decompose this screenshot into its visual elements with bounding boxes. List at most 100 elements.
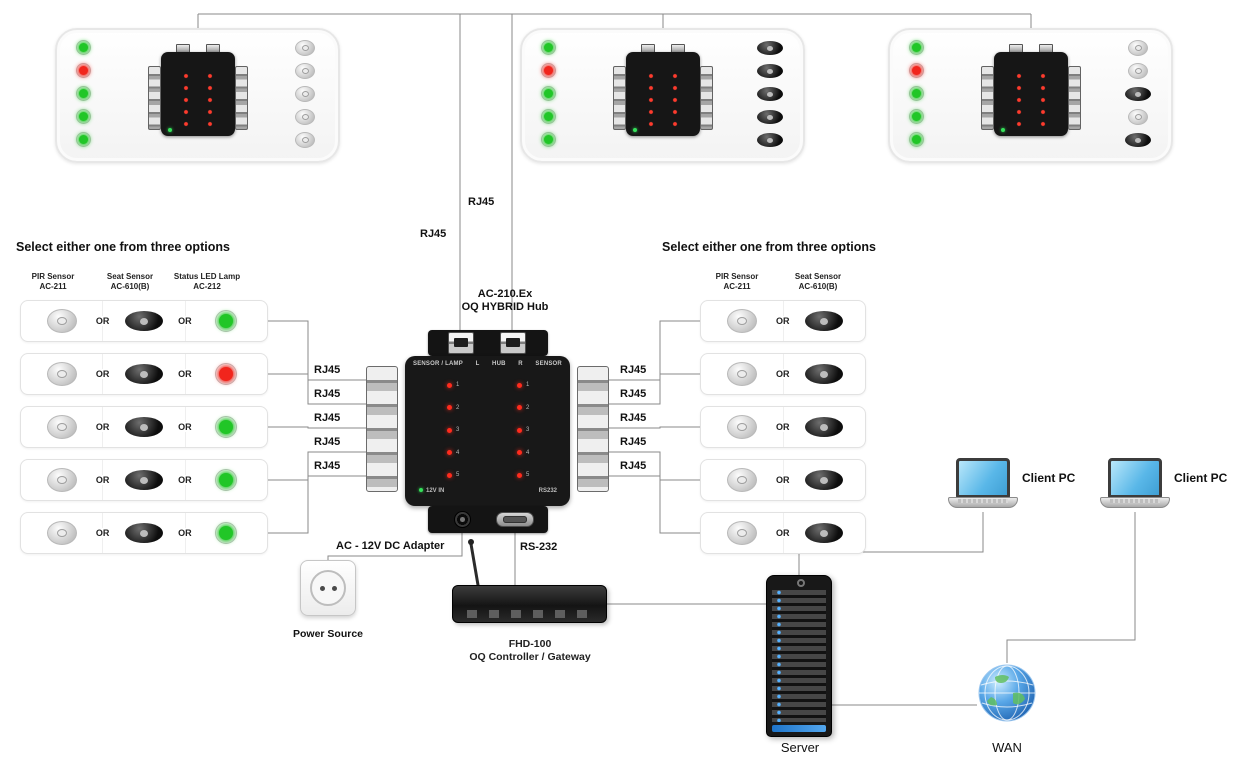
or-label: OR [94, 475, 111, 485]
rj45-jack-strip [577, 366, 609, 492]
room-hub-device [613, 44, 713, 140]
rj45-jack-strip [148, 66, 161, 130]
pir-sensor-icon [295, 63, 315, 79]
seat-sensor-icon [1125, 87, 1151, 101]
seat-sensor-icon [805, 417, 844, 437]
server-status-strip [772, 725, 826, 732]
power-source-label: Power Source [292, 628, 364, 640]
or-label: OR [775, 316, 791, 326]
power-led [168, 128, 172, 132]
power-outlet-icon [300, 560, 356, 616]
or-label: OR [177, 475, 193, 485]
seat-sensor-icon [757, 133, 783, 147]
hub-channel-column-right: 1 2 3 4 5 [517, 382, 529, 478]
channel-row: 5 [517, 472, 529, 478]
rj45-label: RJ45 [312, 436, 343, 448]
option-cell: OR [21, 513, 111, 553]
option-cell [186, 460, 267, 500]
column-model: AC-211 [723, 281, 751, 291]
channel-row: 4 [517, 450, 529, 456]
rj45-jack-strip [366, 366, 398, 492]
channel-led [517, 382, 522, 388]
channel-led [447, 405, 452, 410]
pir-sensor-icon [726, 468, 757, 492]
channel-led [447, 450, 452, 455]
option-row: OR OR [20, 406, 268, 448]
option-cell: OR [103, 513, 193, 553]
wan-label: WAN [992, 740, 1022, 755]
rj45-jack-strip [700, 66, 713, 130]
channel-led [517, 405, 522, 410]
column-model: AC-610(B) [110, 281, 150, 291]
room-hub-device [148, 44, 248, 140]
rj45-label: RJ45 [618, 460, 649, 472]
column-name: Seat Sensor [794, 272, 842, 281]
channel-led-grid [179, 70, 217, 130]
column-header-seat: Seat Sensor AC-610(B) [782, 272, 854, 291]
channel-number: 2 [456, 404, 460, 411]
right-row-links [609, 320, 700, 534]
seat-sensor-icon [805, 523, 844, 543]
option-cell [784, 354, 866, 394]
hub-label-hub: HUB [492, 361, 506, 367]
seat-sensor-icon [124, 523, 163, 543]
channel-row: 5 [447, 472, 459, 478]
right-options-title: Select either one from three options [662, 240, 876, 254]
hub-label-sensor: SENSOR [535, 361, 562, 367]
hub-label-sensor-lamp: SENSOR / LAMP [413, 361, 463, 367]
column-name: PIR Sensor [31, 272, 75, 281]
seat-sensor-icon [1125, 133, 1151, 147]
pir-sensor-icon [295, 40, 315, 56]
status-led [76, 86, 91, 101]
rj45-label: RJ45 [418, 228, 449, 240]
wan-globe-icon [978, 664, 1036, 722]
seat-sensor-icon [805, 364, 844, 384]
rj45-jack-strip [235, 66, 248, 130]
status-led [909, 86, 924, 101]
pir-sensor-icon [46, 362, 77, 386]
column-header-pir: PIR Sensor AC-211 [18, 272, 88, 291]
channel-led [517, 427, 522, 433]
laptop-keyboard [1110, 499, 1160, 503]
left-row-links [268, 320, 366, 534]
status-led [541, 40, 556, 55]
server-icon [766, 575, 832, 737]
option-cell [784, 301, 866, 341]
column-model: AC-212 [193, 281, 221, 291]
option-cell: OR [103, 301, 193, 341]
channel-led [447, 382, 452, 388]
status-led [909, 132, 924, 147]
channel-led [447, 472, 452, 478]
option-row: OR [700, 459, 866, 501]
hub-name: OQ HYBRID Hub [461, 301, 549, 313]
channel-number: 5 [456, 472, 460, 478]
hub-bottom-labels: 12V IN RS232 [419, 488, 557, 494]
rj45-jack-strip [1068, 66, 1081, 130]
status-led-lamp-icon [215, 416, 238, 438]
or-label: OR [775, 369, 791, 379]
option-row: OR [700, 406, 866, 448]
column-model: AC-610(B) [798, 281, 838, 291]
or-label: OR [775, 422, 791, 432]
option-cell: OR [103, 354, 193, 394]
channel-led [517, 472, 522, 478]
seat-sensor-icon [757, 87, 783, 101]
rs232-port-icon [496, 512, 534, 527]
status-led [541, 63, 556, 78]
rj45-port-icon [500, 332, 526, 354]
column-header-pir: PIR Sensor AC-211 [702, 272, 772, 291]
pir-sensor-icon [726, 309, 757, 333]
or-label: OR [177, 422, 193, 432]
channel-number: 3 [526, 427, 530, 433]
rj45-label: RJ45 [618, 436, 649, 448]
pir-sensor-icon [46, 309, 77, 333]
seat-sensor-icon [757, 41, 783, 55]
option-cell: OR [701, 407, 791, 447]
pir-sensor-icon [726, 521, 757, 545]
channel-led [517, 450, 522, 455]
status-led [909, 40, 924, 55]
channel-number: 1 [526, 382, 530, 388]
seat-sensor-icon [124, 417, 163, 437]
option-cell: OR [21, 407, 111, 447]
status-led [76, 109, 91, 124]
